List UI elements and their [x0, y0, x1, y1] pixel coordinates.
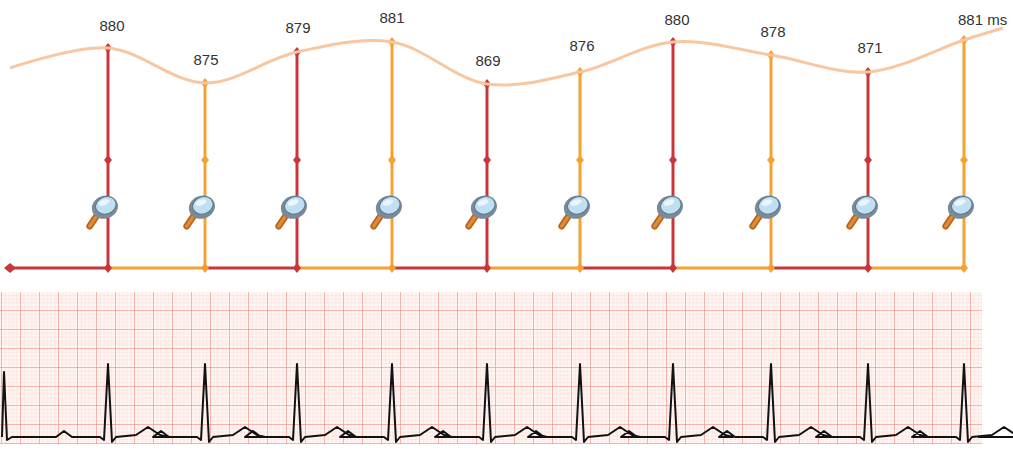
beat-line	[579, 72, 582, 268]
stethoscope-icon	[89, 192, 122, 226]
marker	[201, 155, 209, 165]
marker	[960, 263, 968, 273]
stethoscope-icon	[752, 192, 785, 226]
rr-interval-bar	[771, 267, 868, 270]
marker	[201, 263, 209, 273]
beat-line	[486, 84, 489, 268]
stethoscope-icon	[654, 192, 687, 226]
rr-interval-value: 871	[857, 40, 882, 55]
rr-interval-value: 880	[99, 18, 124, 33]
rr-interval-bar	[487, 267, 580, 270]
marker	[864, 263, 872, 273]
marker	[104, 155, 112, 165]
rr-trend-curve	[10, 28, 1003, 85]
rr-interval-bar	[580, 267, 673, 270]
rr-interval-value: 881	[379, 10, 404, 25]
ecg-trace	[2, 364, 1013, 442]
rr-interval-bar	[392, 267, 487, 270]
rr-interval-value: 881 ms	[958, 12, 1007, 27]
marker	[576, 263, 584, 273]
marker	[293, 263, 301, 273]
marker	[767, 155, 775, 165]
stethoscope-icon	[468, 192, 501, 226]
stethoscope-icon	[373, 192, 406, 226]
ecg-grid	[0, 292, 982, 444]
marker	[293, 155, 301, 165]
rr-interval-value: 876	[569, 38, 594, 53]
stethoscope-icon	[561, 192, 594, 226]
rr-interval-bar	[868, 267, 964, 270]
marker	[576, 155, 584, 165]
marker	[4, 263, 16, 273]
beat-line	[867, 72, 870, 268]
marker	[767, 263, 775, 273]
rr-interval-bar	[10, 267, 108, 270]
marker	[864, 155, 872, 165]
rr-interval-value: 878	[760, 24, 785, 39]
marker	[104, 263, 112, 273]
rr-interval-value: 880	[664, 12, 689, 27]
stethoscope-icon	[849, 192, 882, 226]
rr-interval-value: 869	[475, 53, 500, 68]
stethoscope-icon	[278, 192, 311, 226]
beat-line	[963, 40, 966, 268]
marker	[388, 263, 396, 273]
marker	[483, 155, 491, 165]
rr-interval-bar	[297, 267, 392, 270]
rr-interval-bar	[673, 267, 771, 270]
rr-interval-value: 875	[193, 52, 218, 67]
rr-interval-bar	[108, 267, 205, 270]
marker	[669, 155, 677, 165]
rr-interval-bar	[205, 267, 297, 270]
marker	[388, 155, 396, 165]
beat-line	[204, 83, 207, 268]
rr-interval-value: 879	[285, 20, 310, 35]
stethoscope-icon	[945, 192, 978, 226]
ecg-paper	[0, 292, 982, 444]
stethoscope-icon	[186, 192, 219, 226]
marker	[669, 263, 677, 273]
marker	[483, 263, 491, 273]
marker	[960, 155, 968, 165]
